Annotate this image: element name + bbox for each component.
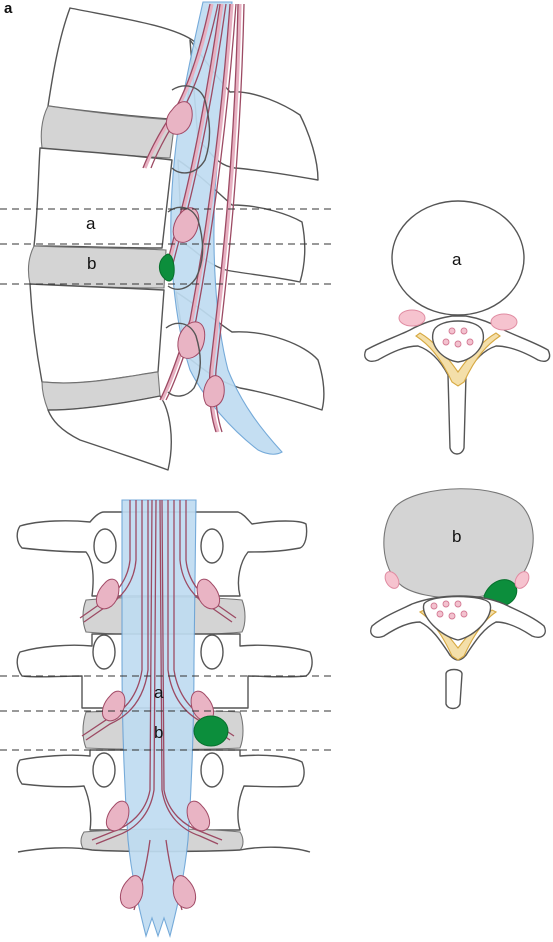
posterior-disc-herniation	[193, 715, 229, 747]
axial-b-label: b	[452, 527, 461, 546]
axial-b-dural-sac	[422, 595, 492, 641]
axial-a-label: a	[452, 250, 462, 269]
axial-a-left-root	[398, 309, 426, 327]
lateral-level-a-label: a	[86, 214, 96, 233]
posterior-level-b-label: b	[154, 723, 163, 742]
posterior-dural-sac	[121, 499, 197, 938]
lateral-sacrum	[47, 395, 172, 471]
posterior-view: a b	[0, 499, 331, 938]
axial-b-left-root	[384, 571, 400, 589]
axial-a-right-root	[490, 313, 518, 331]
lateral-disc-lower	[27, 245, 167, 289]
panel-label: a	[4, 0, 13, 17]
axial-a-vertebral-body	[391, 200, 525, 316]
lateral-lower-vertebra	[29, 283, 165, 384]
axial-section-a: a	[364, 200, 551, 455]
lateral-upper-vertebra	[47, 7, 196, 121]
posterior-nerve-roots	[79, 499, 237, 911]
axial-b-right-root	[514, 571, 530, 589]
axial-b-spinous-process	[445, 668, 463, 710]
lateral-level-b-label: b	[87, 254, 96, 273]
lateral-view: a b	[0, 1, 331, 471]
posterior-level-a-label: a	[154, 683, 164, 702]
lateral-middle-vertebra	[33, 147, 173, 249]
lateral-disc-herniation	[159, 253, 175, 282]
lateral-nerve-roots	[142, 3, 245, 433]
axial-section-b: b	[370, 488, 546, 710]
